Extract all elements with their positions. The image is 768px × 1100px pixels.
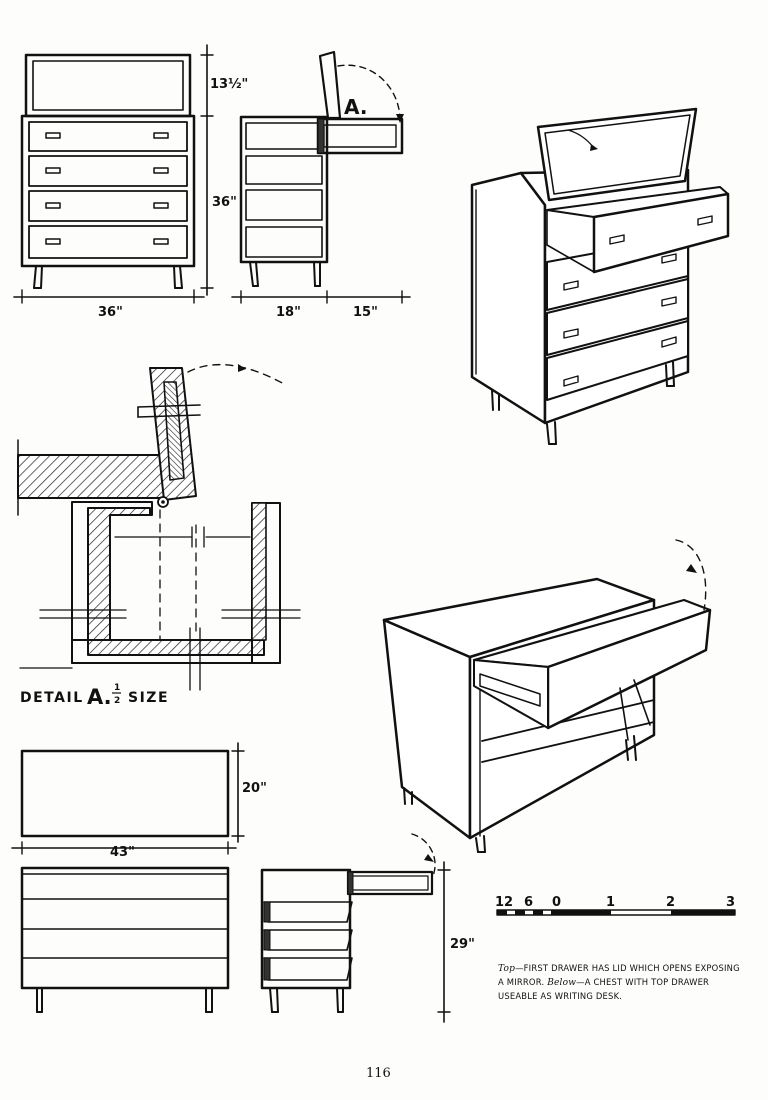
caption-below-text: —A CHEST WITH TOP DRAWER USEABLE AS WRIT… — [498, 977, 710, 1001]
detail-marker-label: A. — [344, 95, 367, 119]
scale-tick: 0 — [552, 895, 561, 910]
scale-ticks: 12 6 0 1 2 3 — [495, 895, 735, 910]
chest-front-elevation — [13, 44, 214, 304]
desk-width-label: 43" — [110, 845, 135, 860]
chest-side-section — [231, 50, 411, 304]
scale-bar — [496, 909, 736, 916]
caption-below-word: Below — [547, 978, 577, 988]
desk-front-elevation — [20, 866, 230, 1013]
scale-tick: 12 — [495, 895, 513, 910]
mirror-height-label: 13½" — [210, 77, 248, 92]
detail-fraction-numerator: 1 — [114, 683, 120, 693]
detail-a-section — [17, 363, 301, 691]
desk-plan-view — [11, 742, 245, 855]
caption-top-text: —FIRST DRAWER HAS LID WHICH OPENS EXPOSI… — [498, 963, 740, 987]
scale-tick: 3 — [726, 895, 735, 910]
chest-width-label: 36" — [98, 305, 123, 320]
scale-tick: 6 — [524, 895, 533, 910]
chest-perspective — [470, 107, 730, 445]
chest-height-label: 36" — [212, 195, 237, 210]
detail-title-prefix: DETAIL — [20, 690, 84, 706]
side-depth-label: 18" — [276, 305, 301, 320]
detail-fraction-denominator: 2 — [114, 696, 120, 706]
scale-tick: 2 — [666, 895, 675, 910]
caption-top-word: Top — [498, 964, 516, 974]
figure-caption: Top—FIRST DRAWER HAS LID WHICH OPENS EXP… — [498, 962, 748, 1003]
page-number: 116 — [366, 1066, 391, 1081]
detail-title-letter: A. — [87, 685, 112, 709]
desk-height-label: 29" — [450, 937, 475, 952]
detail-title: DETAIL A. 1 2 SIZE — [20, 683, 169, 709]
drawer-extension-label: 15" — [353, 305, 378, 320]
desk-depth-label: 20" — [242, 781, 267, 796]
detail-title-suffix: SIZE — [128, 690, 169, 706]
desk-perspective — [382, 539, 712, 853]
scale-tick: 1 — [606, 895, 615, 910]
desk-side-section — [260, 833, 451, 1023]
